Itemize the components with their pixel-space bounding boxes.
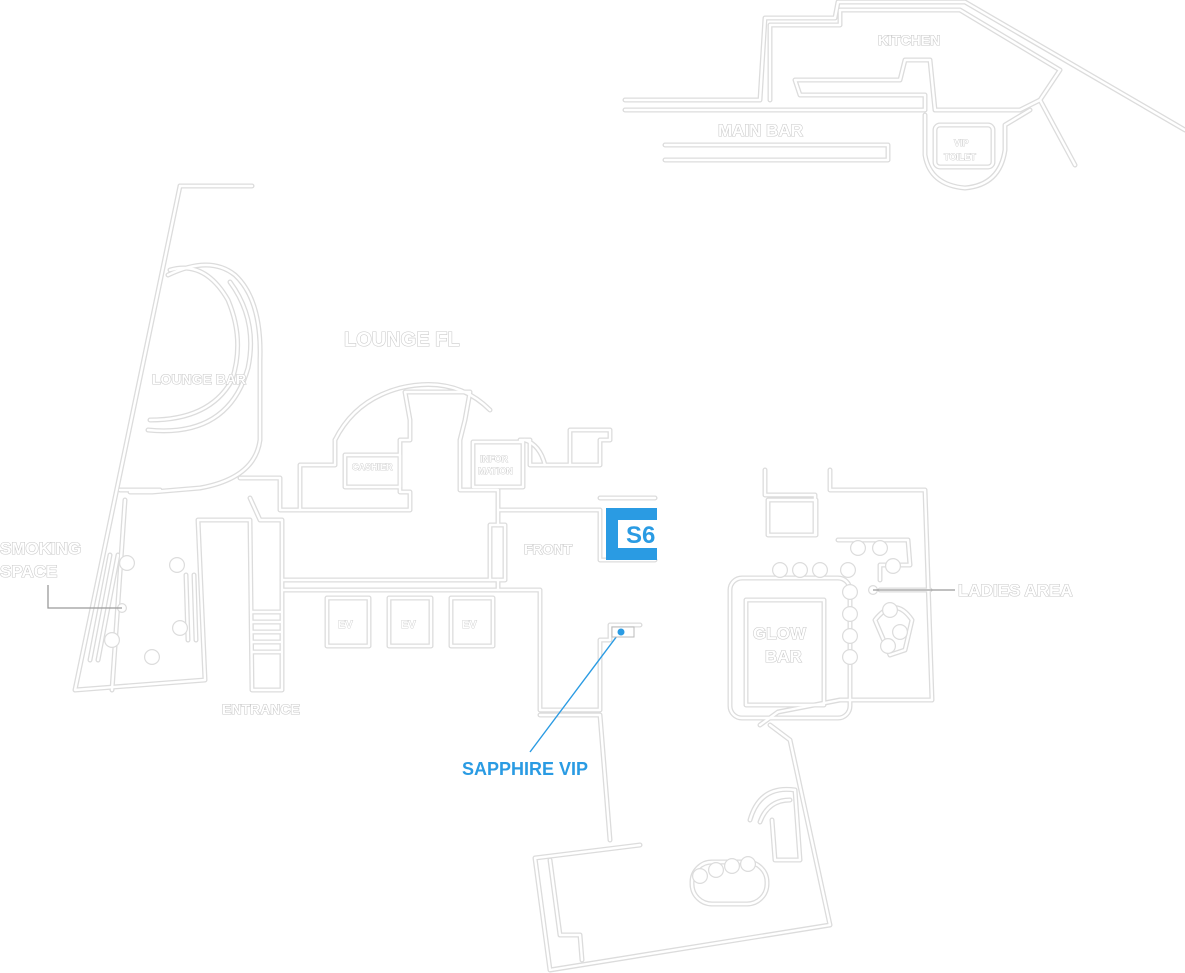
wall-segment-inner — [343, 453, 402, 489]
wall-segment-inner — [843, 629, 857, 643]
smoking-label-1: SMOKING — [0, 539, 81, 558]
wall-segment-inner — [280, 588, 642, 712]
smoking-label-2: SPACE — [0, 562, 57, 581]
wall-segment-inner — [851, 541, 865, 555]
wall-segment-inner — [758, 468, 934, 727]
wall-segment-inner — [843, 585, 857, 599]
wall-segment-inner — [748, 788, 797, 822]
kitchen-label: KITCHEN — [878, 32, 940, 48]
wall-segment — [470, 439, 526, 490]
wall-segment-inner — [793, 563, 807, 577]
vip-toilet-label-1: VIP — [954, 138, 969, 148]
vip-toilet-label-2: TOILET — [944, 152, 976, 162]
wall-segment-inner — [333, 383, 492, 442]
wall-segment-inner — [173, 621, 187, 635]
wall-segment-inner — [146, 280, 252, 432]
wall-segment-inner — [105, 633, 119, 647]
wall-segment-inner — [298, 438, 337, 512]
wall-segment-inner — [770, 788, 802, 862]
lounge-bar-label: LOUNGE BAR — [152, 371, 246, 387]
wall-segment-inner — [533, 723, 832, 972]
wall-segment-inner — [128, 263, 262, 494]
ev-label-3: EV — [462, 619, 477, 631]
wall-segment-inner — [518, 428, 612, 467]
main-bar-label: MAIN BAR — [718, 121, 803, 140]
wall-segment-inner — [73, 184, 284, 692]
wall-segment — [297, 437, 338, 513]
glow-bar-label-1: GLOW — [753, 624, 807, 643]
ladies-area-label: LADIES AREA — [958, 581, 1073, 600]
area-labels: KITCHEN MAIN BAR VIP TOILET LOUNGE FL LO… — [0, 31, 1073, 779]
wall-segment-inner — [471, 440, 525, 489]
wall-segment-inner — [873, 541, 887, 555]
wall-segment-inner — [538, 713, 612, 842]
wall-segment-inner — [725, 859, 739, 873]
wall-segment-inner — [387, 596, 433, 648]
wall-segment-inner — [449, 596, 495, 648]
wall-segment-inner — [766, 498, 818, 537]
smoking-leader-line — [47, 585, 122, 609]
wall-segment-inner — [170, 558, 184, 572]
wall-segment-inner — [813, 563, 827, 577]
leader-lines — [47, 585, 955, 753]
wall-segment-inner — [663, 143, 890, 162]
wall-segment-inner — [623, 8, 1062, 112]
sapphire-vip-label[interactable]: SAPPHIRE VIP — [462, 759, 588, 779]
information-label-1: INFOR — [480, 454, 508, 464]
ev-label-1: EV — [338, 619, 353, 631]
wall-segment — [487, 522, 508, 583]
glow-bar-label-2: BAR — [765, 647, 802, 666]
wall-segment-inner — [773, 563, 787, 577]
wall-segment-inner — [843, 607, 857, 621]
wall-segment — [922, 107, 1033, 191]
wall-segment — [147, 265, 241, 423]
wall-segment-inner — [886, 559, 900, 573]
wall-segment — [765, 497, 819, 538]
wall-segment-inner — [881, 639, 895, 653]
wall-segment-inner — [693, 869, 707, 883]
sapphire-vip-pin[interactable] — [611, 626, 635, 638]
wall-segment-inner — [933, 123, 995, 169]
seating — [104, 540, 908, 884]
wall-segment-inner — [728, 576, 852, 720]
s6-marker-label: S6 — [626, 522, 655, 549]
entrance-label: ENTRANCE — [222, 701, 300, 717]
s6-room-marker[interactable]: S6 — [606, 508, 657, 560]
wall-segment-inner — [548, 858, 584, 962]
ev-label-2: EV — [401, 619, 416, 631]
wall-segment-inner — [758, 798, 792, 824]
wall-segment-inner — [120, 556, 134, 570]
wall-segment-inner — [741, 857, 755, 871]
wall-segment-inner — [623, 0, 1185, 132]
wall-segment-inner — [873, 606, 914, 657]
wall-segment-inner — [836, 538, 912, 582]
wall-segment-inner — [148, 266, 239, 422]
wall-segment-inner — [744, 598, 826, 707]
floor-walls — [72, 0, 1185, 973]
wall-segment-inner — [841, 563, 855, 577]
wall-segment-inner — [923, 108, 1032, 190]
wall-segment-inner — [893, 625, 907, 639]
wall-segment-inner — [843, 650, 857, 664]
wall-segment-inner — [325, 596, 371, 648]
wall-segment — [279, 587, 643, 713]
wall-segment-inner — [883, 603, 897, 617]
wall-segment-inner — [709, 863, 723, 877]
front-label: FRONT — [524, 541, 573, 557]
wall-segment — [662, 142, 891, 163]
wall-segment-inner — [145, 650, 159, 664]
cashier-label: CASHIER — [352, 462, 393, 472]
wall-segment — [547, 857, 585, 963]
wall-segment-inner — [110, 498, 127, 692]
sapphire-leader-line — [529, 631, 621, 753]
information-label-2: MATION — [478, 466, 513, 476]
lounge-floor-label: LOUNGE FL — [344, 329, 460, 351]
wall-segment-inner — [192, 573, 198, 642]
wall-segment-inner — [1038, 98, 1077, 167]
